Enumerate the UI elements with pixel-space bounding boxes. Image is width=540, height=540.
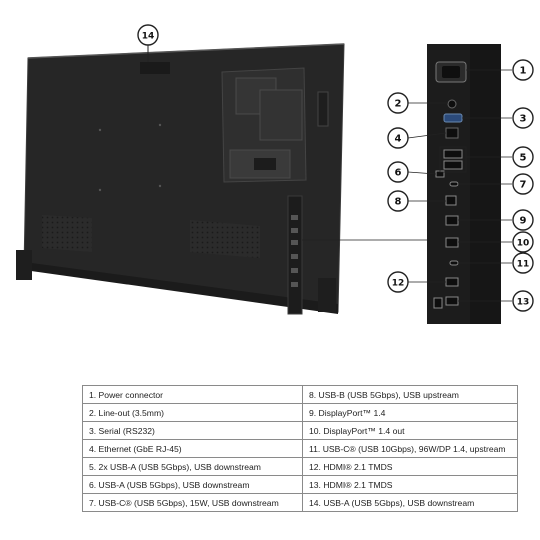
callout-3: 3 (512, 107, 534, 129)
callout-number: 11 (517, 260, 530, 270)
table-row: 7. USB-C® (USB 5Gbps), 15W, USB downstre… (82, 493, 518, 512)
callout-number: 2 (395, 99, 402, 110)
legend-cell: 4. Ethernet (GbE RJ-45) (82, 439, 303, 458)
legend-cell: 9. DisplayPort™ 1.4 (302, 403, 518, 422)
legend-cell: 6. USB-A (USB 5Gbps), USB downstream (82, 475, 303, 494)
legend-cell: 2. Line-out (3.5mm) (82, 403, 303, 422)
callout-10: 10 (512, 231, 534, 253)
callout-circle (512, 107, 534, 129)
callout-14: 14 (137, 24, 159, 46)
callout-number: 9 (520, 216, 527, 227)
callout-number: 12 (392, 279, 405, 289)
table-row: 3. Serial (RS232)10. DisplayPort™ 1.4 ou… (82, 421, 518, 440)
callout-circle (137, 24, 159, 46)
callout-1: 1 (512, 59, 534, 81)
legend-cell: 10. DisplayPort™ 1.4 out (302, 421, 518, 440)
legend-cell: 3. Serial (RS232) (82, 421, 303, 440)
callout-9: 9 (512, 209, 534, 231)
callout-circle (512, 290, 534, 312)
callout-number: 8 (395, 197, 402, 208)
callout-circle (512, 59, 534, 81)
callout-leaders (407, 69, 512, 302)
callout-number: 6 (395, 168, 402, 179)
callout-circle (512, 252, 534, 274)
callout-circle (387, 161, 409, 183)
legend-cell: 8. USB-B (USB 5Gbps), USB upstream (302, 385, 518, 404)
callout-11: 11 (512, 252, 534, 274)
callout-number: 10 (517, 239, 530, 249)
callout-circle (387, 92, 409, 114)
callout-number: 3 (520, 114, 527, 125)
callout-number: 14 (142, 32, 155, 42)
callout-circle (512, 231, 534, 253)
legend-cell: 13. HDMI® 2.1 TMDS (302, 475, 518, 494)
callout-circle (387, 127, 409, 149)
legend-cell: 5. 2x USB-A (USB 5Gbps), USB downstream (82, 457, 303, 476)
legend-cell: 1. Power connector (82, 385, 303, 404)
callout-circle (512, 146, 534, 168)
table-row: 2. Line-out (3.5mm)9. DisplayPort™ 1.4 (82, 403, 518, 422)
callout-4: 4 (387, 127, 409, 149)
callout-6: 6 (387, 161, 409, 183)
monitor-rear-view (16, 43, 345, 315)
legend-cell: 7. USB-C® (USB 5Gbps), 15W, USB downstre… (82, 493, 303, 512)
callout-2: 2 (387, 92, 409, 114)
table-row: 4. Ethernet (GbE RJ-45)11. USB-C® (USB 1… (82, 439, 518, 458)
callout-circle (387, 271, 409, 293)
callout-number: 5 (520, 153, 527, 164)
callout-number: 7 (520, 180, 527, 191)
callout-circle (512, 173, 534, 195)
callout-number: 4 (395, 134, 402, 145)
legend-cell: 11. USB-C® (USB 10Gbps), 96W/DP 1.4, ups… (302, 439, 518, 458)
callout-7: 7 (512, 173, 534, 195)
callout-circle (387, 190, 409, 212)
callout-8: 8 (387, 190, 409, 212)
callout-13: 13 (512, 290, 534, 312)
callout-5: 5 (512, 146, 534, 168)
callout-12: 12 (387, 271, 409, 293)
callout-circle (512, 209, 534, 231)
legend-cell: 12. HDMI® 2.1 TMDS (302, 457, 518, 476)
callout-number: 1 (520, 66, 527, 77)
legend-cell: 14. USB-A (USB 5Gbps), USB downstream (302, 493, 518, 512)
callout-number: 13 (517, 298, 530, 308)
